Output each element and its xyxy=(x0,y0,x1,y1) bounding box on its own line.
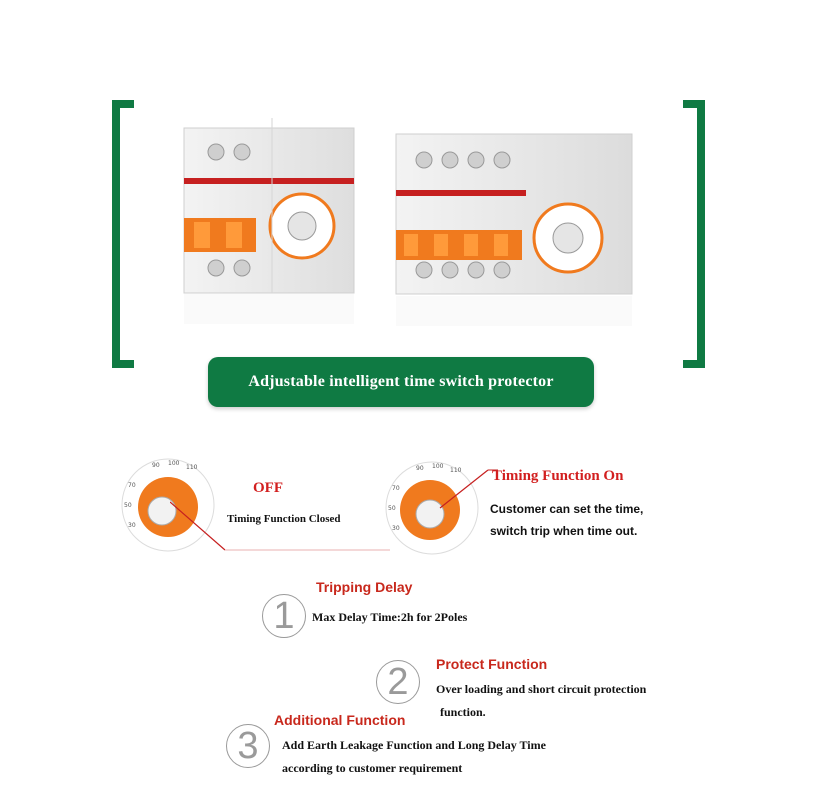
feature-title-tripping-delay: Tripping Delay xyxy=(316,579,413,595)
svg-text:70: 70 xyxy=(128,482,136,489)
product-title-banner: Adjustable intelligent time switch prote… xyxy=(208,357,594,407)
feature-desc-additional-function-line1: Add Earth Leakage Function and Long Dela… xyxy=(282,738,546,752)
timing-on-description-line2: switch trip when time out. xyxy=(490,524,638,538)
four-pole-breaker-image xyxy=(395,133,633,326)
timing-on-description-line1: Customer can set the time, xyxy=(490,502,644,516)
off-title: OFF xyxy=(253,480,283,496)
timer-dial-off-image: 90 100 110 70 50 30 xyxy=(121,458,215,552)
timer-dial-on-image: 90 100 110 70 50 30 xyxy=(385,461,479,555)
svg-text:30: 30 xyxy=(392,525,400,532)
svg-text:100: 100 xyxy=(168,460,180,467)
feature-number-2: 2 xyxy=(376,660,420,704)
feature-title-additional-function: Additional Function xyxy=(274,712,406,728)
feature-title-protect-function: Protect Function xyxy=(436,656,548,672)
svg-text:110: 110 xyxy=(450,467,462,474)
feature-number-1: 1 xyxy=(262,594,306,638)
feature-desc-protect-function-line2: function. xyxy=(440,705,486,719)
left-bracket-decoration xyxy=(112,100,134,368)
svg-text:90: 90 xyxy=(152,462,160,469)
timing-on-title: Timing Function On xyxy=(492,468,624,484)
right-bracket-decoration xyxy=(683,100,705,368)
off-description: Timing Function Closed xyxy=(227,513,341,525)
svg-text:30: 30 xyxy=(128,522,136,529)
feature-desc-additional-function-line2: according to customer requirement xyxy=(282,761,463,775)
feature-desc-protect-function-line1: Over loading and short circuit protectio… xyxy=(436,682,647,696)
svg-text:110: 110 xyxy=(186,464,198,471)
svg-text:90: 90 xyxy=(416,465,424,472)
svg-text:50: 50 xyxy=(124,502,132,509)
svg-text:50: 50 xyxy=(388,505,396,512)
svg-text:100: 100 xyxy=(432,463,444,470)
svg-text:70: 70 xyxy=(392,485,400,492)
two-pole-breaker-image xyxy=(183,118,355,324)
timing-on-pointer-line xyxy=(439,469,498,509)
feature-number-3: 3 xyxy=(226,724,270,768)
off-pointer-line xyxy=(170,501,390,551)
feature-desc-tripping-delay: Max Delay Time:2h for 2Poles xyxy=(312,610,468,624)
